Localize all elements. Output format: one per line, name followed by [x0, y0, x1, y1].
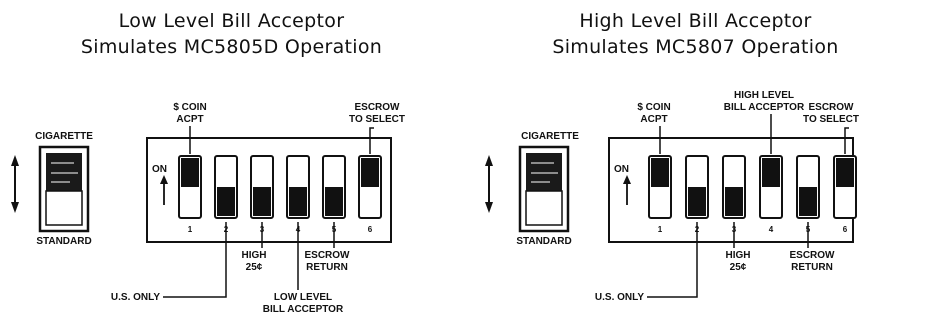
switch-actuator	[289, 187, 307, 216]
dip-switch-3[interactable]: 3	[250, 155, 274, 234]
callout-text: HIGH	[242, 250, 267, 261]
switch-number: 6	[368, 225, 373, 234]
on-label: ON	[614, 164, 629, 175]
rocker-top-label: CIGARETTE	[521, 131, 579, 142]
low-level-panel: Low Level Bill Acceptor Simulates MC5805…	[0, 0, 463, 321]
dip-switch-1[interactable]: 1	[648, 155, 672, 234]
switch-number: 4	[769, 225, 774, 234]
callout-text: ESCROW	[809, 102, 855, 113]
callout-text: U.S. ONLY	[111, 292, 160, 303]
dip-switch-6[interactable]: 6	[833, 155, 857, 234]
callout-text: ACPT	[176, 114, 203, 125]
switch-actuator	[325, 187, 343, 216]
callout-text: U.S. ONLY	[595, 292, 644, 303]
dip-housing	[146, 137, 392, 243]
callout-text: LOW LEVEL	[274, 292, 332, 303]
callout-text: HIGH	[726, 250, 751, 261]
callout-text: ESCROW	[790, 250, 836, 261]
rocker-switch[interactable]: CIGARETTE STANDARD	[516, 131, 579, 247]
panel-title-line1: Low Level Bill Acceptor	[118, 10, 345, 32]
callout-text: ESCROW	[355, 102, 401, 113]
dip-switch-6[interactable]: 6	[358, 155, 382, 234]
callout-text: ESCROW	[305, 250, 351, 261]
callout-text: BILL ACCEPTOR	[263, 304, 344, 315]
switch-actuator	[762, 158, 780, 187]
rocker-top-label: CIGARETTE	[35, 131, 93, 142]
double-arrow-icon	[11, 155, 19, 213]
rocker-switch[interactable]: CIGARETTE STANDARD	[35, 131, 93, 247]
callout-text: ACPT	[640, 114, 667, 125]
callout-text: 25¢	[730, 262, 747, 273]
callout-text: $ COIN	[637, 102, 670, 113]
rocker-bottom-label: STANDARD	[516, 236, 571, 247]
callout-text: $ COIN	[173, 102, 206, 113]
switch-actuator	[361, 158, 379, 187]
callout-text: TO SELECT	[349, 114, 405, 125]
dip-switch-4[interactable]: 4	[759, 155, 783, 234]
dip-switch-2[interactable]: 2	[214, 155, 238, 234]
callout-text: HIGH LEVEL	[734, 90, 794, 101]
panel-title: Low Level Bill Acceptor Simulates MC5805…	[0, 8, 463, 60]
bottom-callout-2: U.S. ONLY	[595, 222, 698, 303]
bottom-callout-2: U.S. ONLY	[111, 222, 227, 303]
switch-actuator	[651, 158, 669, 187]
switch-number: 1	[188, 225, 193, 234]
dip-switch-5[interactable]: 5	[796, 155, 820, 234]
callout-text: RETURN	[306, 262, 348, 273]
double-arrow-icon	[485, 155, 493, 213]
panel-title-line2: Simulates MC5807 Operation	[552, 36, 839, 58]
switch-actuator	[217, 187, 235, 216]
switch-actuator	[253, 187, 271, 216]
dip-switch-2[interactable]: 2	[685, 155, 709, 234]
switch-actuator	[836, 158, 854, 187]
switch-actuator	[688, 187, 706, 216]
dip-switch-3[interactable]: 3	[722, 155, 746, 234]
panel-title-line1: High Level Bill Acceptor	[579, 10, 812, 32]
switch-actuator	[181, 158, 199, 187]
callout-text: RETURN	[791, 262, 833, 273]
dip-switch-1[interactable]: 1	[178, 155, 202, 234]
high-level-panel: High Level Bill Acceptor Simulates MC580…	[464, 0, 927, 321]
up-arrow-icon	[623, 175, 631, 205]
callout-text: TO SELECT	[803, 114, 859, 125]
high-level-dip-diagram: CIGARETTE STANDARD ON 123456 $ COINACPTH…	[485, 90, 859, 303]
dip-switches: 123456	[178, 155, 382, 234]
switch-actuator	[799, 187, 817, 216]
low-level-dip-diagram: CIGARETTE STANDARD ON 123456 $ COINACPTE…	[11, 102, 405, 315]
dip-switches: 123456	[648, 155, 857, 234]
dip-switch-5[interactable]: 5	[322, 155, 346, 234]
panel-title: High Level Bill Acceptor Simulates MC580…	[464, 8, 927, 60]
callout-text: 25¢	[246, 262, 263, 273]
switch-actuator	[725, 187, 743, 216]
up-arrow-icon	[160, 175, 168, 205]
callout-text: BILL ACCEPTOR	[724, 102, 805, 113]
panel-title-line2: Simulates MC5805D Operation	[80, 36, 383, 58]
switch-number: 1	[658, 225, 663, 234]
rocker-bottom-label: STANDARD	[36, 236, 91, 247]
switch-number: 6	[843, 225, 848, 234]
on-label: ON	[152, 164, 167, 175]
